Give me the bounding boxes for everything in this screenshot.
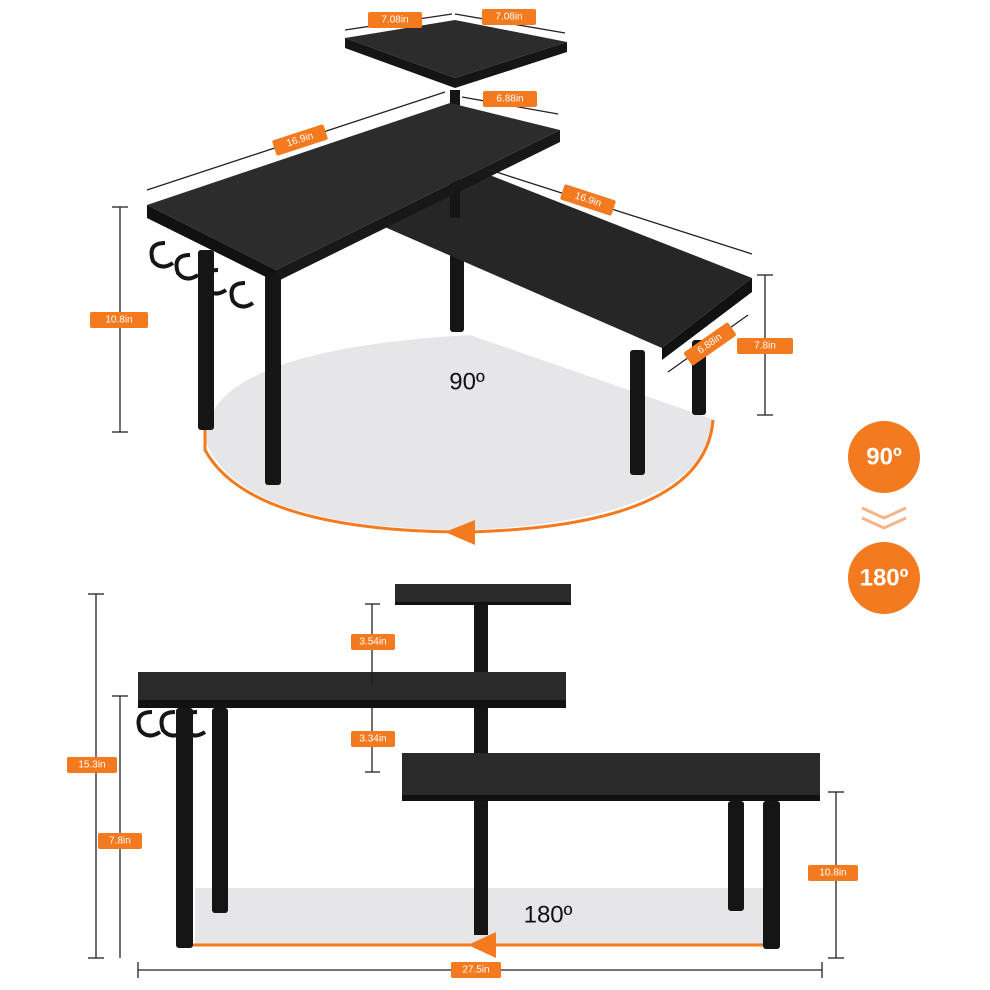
rotation-badges: 90º 180º [848, 421, 920, 614]
dim-tag-right-length: 16.9in [560, 184, 616, 216]
dim-tag-top-w1: 7.08in [368, 12, 422, 28]
svg-text:3.54in: 3.54in [359, 637, 386, 648]
dim-tag-gap-upper: 3.54in [351, 634, 395, 650]
top-shelf-180-edge [395, 602, 571, 605]
dim-tag-mid-depth: 6.88in [483, 91, 537, 107]
svg-text:6.88in: 6.88in [496, 94, 523, 105]
hook-icon [136, 710, 207, 738]
badge-180 [848, 542, 920, 614]
svg-text:7.8in: 7.8in [109, 836, 131, 847]
bottom-view-180-degree: 180º 3.54in 3.34in [67, 584, 858, 978]
top-view-90-degree: 90º 7.08in 7.08in 6.88in [90, 9, 793, 545]
svg-text:10.8in: 10.8in [819, 868, 846, 879]
left-leg-front-180 [176, 708, 193, 948]
dim-tag-height-right: 7.8in [737, 338, 793, 354]
left-leg-back-180 [212, 708, 228, 913]
dim-tag-left-length: 16.9in [272, 124, 328, 156]
badge-90 [848, 421, 920, 493]
svg-text:3.34in: 3.34in [359, 734, 386, 745]
left-leg-back [198, 250, 214, 430]
svg-text:7.8in: 7.8in [754, 341, 776, 352]
angle-label-180: 180º [524, 902, 573, 929]
badge-180-label: 180º [860, 565, 909, 592]
badge-90-label: 90º [866, 444, 902, 471]
dim-tag-total-height: 15.3in [67, 757, 117, 773]
middle-shelf-front-edge [276, 130, 560, 282]
back-leg [450, 252, 464, 332]
right-leg-front-180 [763, 801, 780, 949]
dim-tag-right-height: 10.8in [808, 865, 858, 881]
dim-tag-top-w2: 7.08in [482, 9, 536, 25]
middle-shelf-edge [147, 205, 276, 282]
floor-area-90 [205, 335, 715, 530]
svg-text:7.08in: 7.08in [381, 15, 408, 26]
top-shelf-180 [395, 584, 571, 604]
lower-shelf-180 [402, 753, 820, 801]
svg-text:10.8in: 10.8in [105, 315, 132, 326]
left-leg-front [265, 275, 281, 485]
middle-shelf-180-edge [138, 700, 566, 708]
angle-label-90: 90º [449, 369, 485, 396]
svg-text:15.3in: 15.3in [78, 760, 105, 771]
top-shelf [345, 20, 567, 78]
dim-tag-total-width: 27.5in [451, 962, 501, 978]
right-leg-back-180 [728, 801, 744, 911]
rotation-arrow-head-90 [445, 520, 475, 545]
lower-shelf-180-edge [402, 795, 820, 801]
dim-tag-height-left: 10.8in [90, 312, 148, 328]
dim-tag-gap-lower: 3.34in [351, 731, 395, 747]
middle-shelf [147, 103, 560, 270]
right-leg-front [630, 350, 645, 475]
right-arm-shelf [380, 172, 752, 348]
hook-icon [149, 241, 255, 309]
double-chevron-down-icon [861, 506, 907, 530]
dim-tag-left-height: 7.8in [98, 833, 142, 849]
rotation-arrow-head-180 [468, 932, 496, 958]
right-arm-shelf-edge [662, 278, 752, 360]
top-shelf-edge [345, 38, 567, 88]
svg-text:27.5in: 27.5in [462, 965, 489, 976]
svg-text:7.08in: 7.08in [495, 12, 522, 23]
